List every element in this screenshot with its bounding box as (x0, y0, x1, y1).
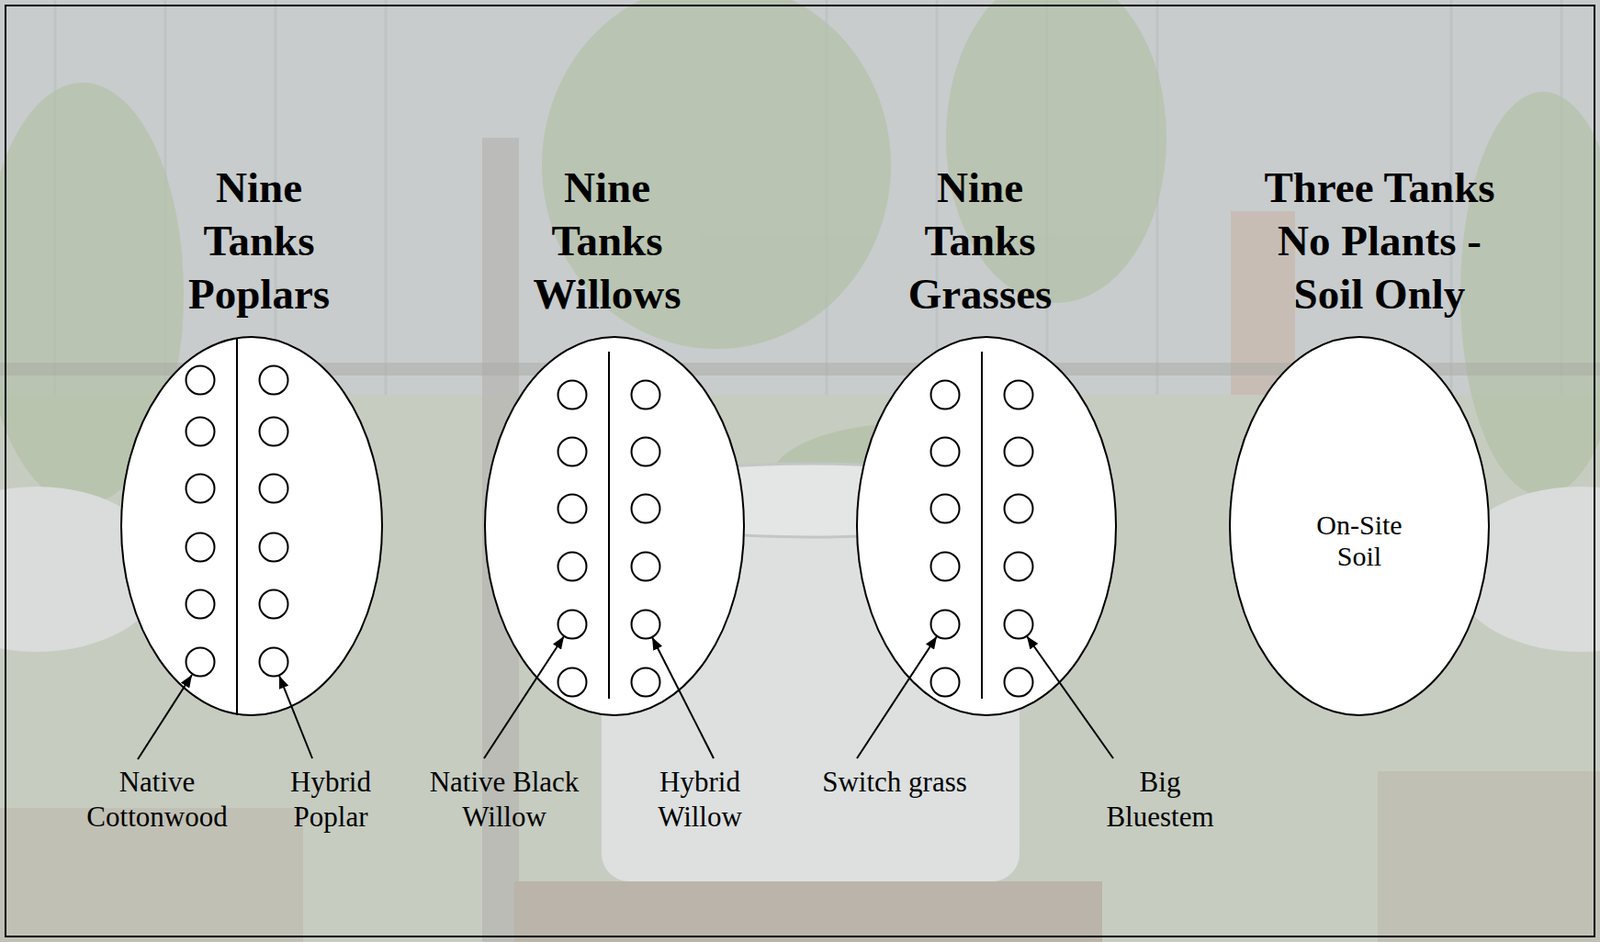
plant-circle (186, 648, 215, 677)
plant-circle (1004, 552, 1034, 582)
plant-circle (259, 590, 289, 620)
tank-ellipse-outline (484, 337, 744, 716)
plant-label: Hybrid Poplar (266, 765, 395, 835)
plant-circle (631, 495, 661, 524)
pallet (1377, 771, 1600, 942)
plant-circle (1004, 495, 1034, 524)
plant-circles (186, 366, 1034, 698)
plant-circle (558, 668, 587, 698)
plant-circle (931, 438, 960, 467)
plant-circle (259, 366, 289, 395)
leader-line (652, 637, 714, 759)
frame-border (5, 5, 1595, 937)
group-heading: Nine Tanks Grasses (892, 160, 1068, 321)
divider-lines (236, 338, 982, 716)
plant-circle (186, 590, 215, 620)
foliage-blob (1460, 91, 1600, 496)
tank-ellipse-outline (1229, 337, 1489, 716)
leader-line (1026, 636, 1114, 759)
tank-ellipse-outline (856, 337, 1116, 716)
plant-circle (631, 668, 661, 698)
plant-circle (931, 668, 960, 698)
plant-circle (931, 552, 960, 582)
tank-ellipse (119, 335, 384, 718)
plant-circle (558, 610, 587, 640)
plant-circle (186, 533, 215, 563)
plant-circle (259, 474, 289, 504)
group-heading: Nine Tanks Willows (519, 160, 695, 321)
leader-lines (137, 636, 1114, 760)
plant-label: Hybrid Willow (635, 765, 765, 835)
plant-circle (186, 366, 215, 395)
plant-circle (631, 610, 661, 640)
plant-circle (558, 381, 587, 410)
group-note: On-Site Soil (1299, 509, 1420, 573)
group-heading: Nine Tanks Poplars (171, 160, 347, 321)
plant-circle (186, 417, 215, 447)
divider-line (608, 351, 610, 699)
divider-line (980, 351, 983, 699)
plant-circle (1004, 381, 1034, 410)
plant-label: Switch grass (793, 765, 996, 800)
plant-circle (931, 610, 960, 640)
plant-circle (631, 552, 661, 582)
tank-group: Nine Tanks Grasses (853, 160, 1120, 720)
plant-circle (1004, 438, 1034, 467)
group-heading: Three Tanks No Plants - Soil Only (1246, 160, 1513, 321)
tank-group: Three Tanks No Plants - Soil OnlyOn-Site… (1226, 160, 1517, 720)
plant-circle (259, 648, 289, 677)
pallet (514, 881, 1103, 942)
tank-ellipse (483, 335, 746, 718)
plant-circle (558, 495, 587, 524)
plant-circle (558, 438, 587, 467)
plant-circle (558, 552, 587, 582)
leader-line (484, 636, 564, 759)
plant-circle (186, 474, 215, 504)
plant-circle (259, 417, 289, 447)
plant-circle (631, 438, 661, 467)
leader-line (856, 636, 937, 759)
tank-ellipse (855, 335, 1118, 718)
leader-line (137, 675, 192, 760)
plant-label: Native Black Willow (412, 765, 597, 835)
plant-label: Native Cottonwood (65, 765, 249, 835)
plant-label: Big Bluestem (1095, 765, 1225, 835)
plant-circle (1004, 668, 1034, 698)
wall-rib (384, 0, 388, 395)
plant-circle (1004, 610, 1034, 640)
tank-group: Nine Tanks Willows (481, 160, 748, 720)
tank-ellipse-outline (121, 337, 383, 716)
divider-line (236, 338, 238, 716)
tank-group: Nine Tanks Poplars (117, 160, 386, 720)
leader-line (279, 676, 313, 759)
plant-circle (631, 381, 661, 410)
plant-circle (931, 495, 960, 524)
plant-circle (931, 381, 960, 410)
plant-circle (259, 533, 289, 563)
